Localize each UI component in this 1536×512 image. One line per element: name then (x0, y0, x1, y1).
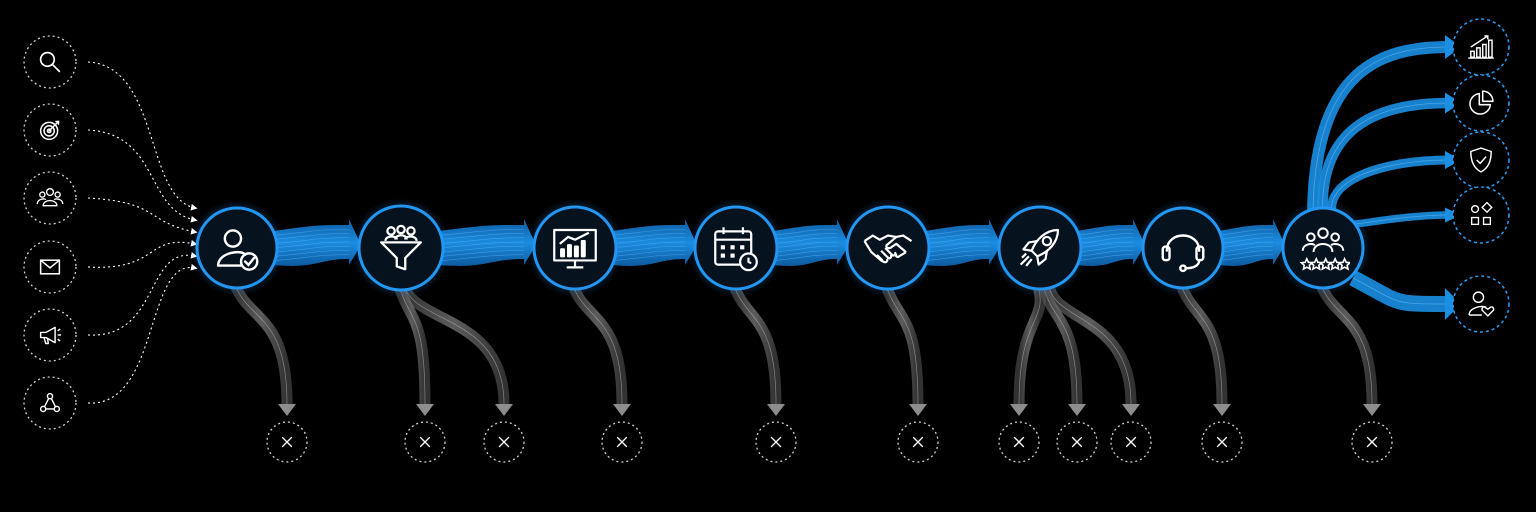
stage-node (687, 199, 785, 297)
stage-nodes (189, 198, 1371, 298)
source-circle (23, 240, 77, 294)
source-connectors (87, 61, 198, 404)
dropoff-marker (266, 421, 308, 463)
community-icon (36, 187, 64, 207)
outcome-node (1452, 275, 1510, 333)
source-channel (23, 376, 77, 430)
source-circle (23, 103, 77, 157)
outcome-circle (1452, 131, 1510, 189)
source-channel (23, 103, 77, 157)
source-circle (23, 171, 77, 225)
outcome-circle (1452, 18, 1510, 76)
dropoff-flow (566, 281, 631, 416)
outcome-node (1452, 131, 1510, 189)
source-channels (23, 35, 77, 430)
source-connector (87, 197, 198, 235)
dropoff-markers (266, 421, 1393, 463)
search-icon (39, 51, 61, 73)
dropoff-flow (879, 281, 927, 416)
source-circle (23, 376, 77, 430)
dropoff-flow (1010, 281, 1046, 416)
stage-circle (1281, 206, 1365, 290)
outcome-circle (1452, 186, 1510, 244)
share-network-icon (39, 392, 61, 413)
source-channel (23, 171, 77, 225)
flow-band (1076, 219, 1145, 266)
outcome-circle (1452, 74, 1510, 132)
dropoff-marker (601, 421, 643, 463)
source-channel (23, 240, 77, 294)
stage-circle (693, 205, 779, 291)
dropoff-marker (998, 421, 1040, 463)
dropoff-marker (483, 421, 525, 463)
dropoff-flow (1043, 282, 1140, 416)
stage-node (991, 199, 1089, 297)
stage-node (526, 199, 624, 297)
stage-node (189, 200, 285, 296)
stage-node (839, 199, 937, 297)
stage-node (351, 198, 451, 298)
source-connector (87, 129, 198, 223)
stage-circle (1141, 206, 1225, 290)
dropoff-flow (1174, 280, 1231, 416)
dropoff-flow (727, 281, 785, 416)
stage-circle (195, 206, 279, 290)
dropoff-marker (755, 421, 797, 463)
source-connector (87, 263, 198, 404)
source-circle (23, 308, 77, 362)
outcome-node (1452, 74, 1510, 132)
outcome-nodes (1452, 18, 1510, 333)
flow-band (272, 219, 361, 266)
flow-band (438, 219, 536, 266)
dropoff-marker (897, 421, 939, 463)
outcome-circle (1452, 275, 1510, 333)
dropoff-marker (1110, 421, 1152, 463)
dropoff-marker (1201, 421, 1243, 463)
flow-band (611, 219, 697, 266)
dropoff-marker (404, 421, 446, 463)
source-channel (23, 308, 77, 362)
dropoff-flows (228, 280, 1381, 416)
outcome-node (1452, 18, 1510, 76)
outcome-flow (1349, 270, 1461, 320)
source-channel (23, 35, 77, 89)
source-circle (23, 35, 77, 89)
outcome-flow-bands (1307, 35, 1461, 320)
envelope-icon (39, 259, 61, 275)
outcome-node (1452, 186, 1510, 244)
stage-circle (357, 204, 445, 292)
dropoff-marker (1056, 421, 1098, 463)
source-connector (87, 239, 198, 268)
stage-node (1275, 200, 1371, 296)
dropoff-flow (228, 280, 296, 416)
megaphone-icon (39, 326, 62, 345)
dropoff-flow (1314, 280, 1381, 416)
main-flow-bands (272, 219, 1285, 266)
stage-circle (997, 205, 1083, 291)
source-connector (87, 61, 198, 211)
target-icon (39, 120, 60, 141)
outcome-flow (1327, 151, 1461, 220)
stage-node (1135, 200, 1231, 296)
dropoff-marker (1351, 421, 1393, 463)
outcome-flow (1317, 92, 1461, 219)
flow-band (924, 219, 1001, 266)
